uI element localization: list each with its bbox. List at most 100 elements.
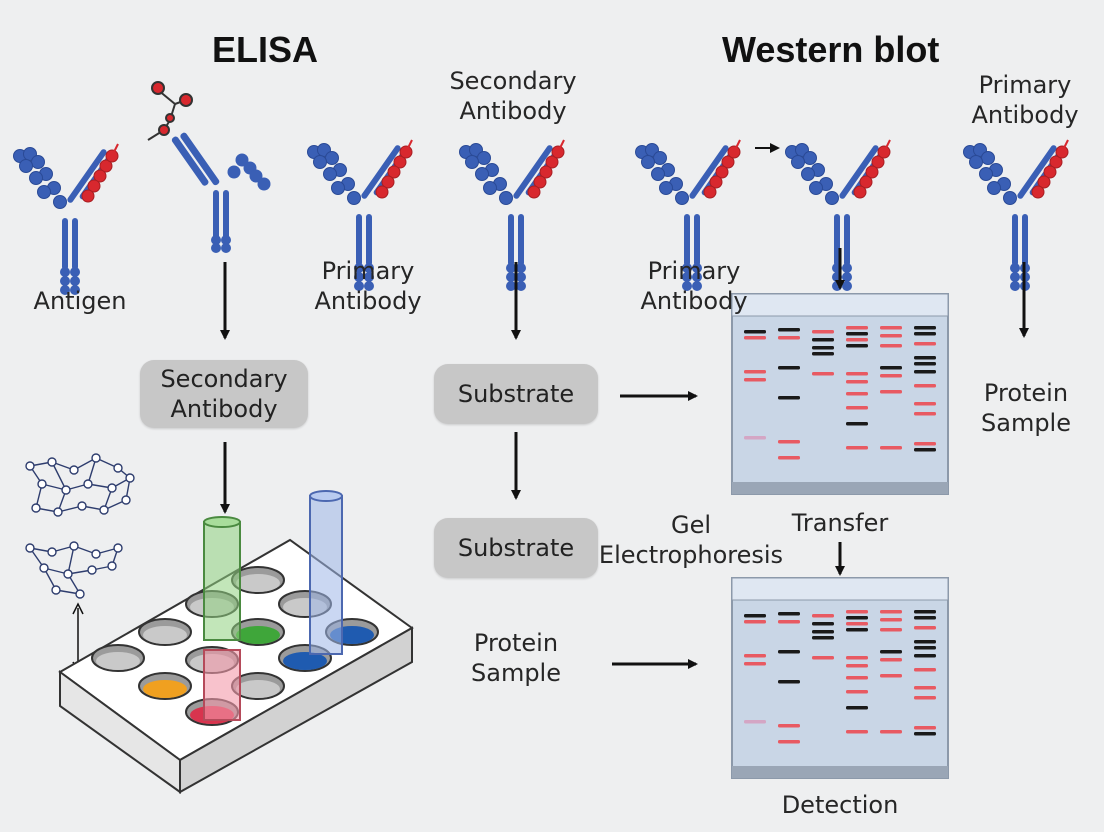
gel-band (880, 674, 902, 678)
label-secondary-antibody-top: Secondary Antibody (449, 67, 577, 125)
gel-band (880, 650, 902, 654)
antibody-antigen-icon (13, 143, 119, 295)
gel-band (812, 656, 834, 660)
gel-bottom (731, 577, 949, 779)
gel-band (846, 730, 868, 734)
gel-band (744, 720, 766, 724)
gel-band (778, 680, 800, 684)
gel-band (914, 610, 936, 614)
gel-band (846, 406, 868, 410)
gel-band (812, 636, 834, 640)
title-elisa: ELISA (212, 29, 319, 70)
gel-band (778, 366, 800, 370)
gel-band (880, 730, 902, 734)
tubes (203, 490, 343, 721)
gel-band (914, 640, 936, 644)
gel-band (846, 326, 868, 330)
gel-band (846, 392, 868, 396)
label-antigen: Antigen (33, 287, 127, 315)
tube-blue (309, 495, 343, 655)
gel-band (914, 616, 936, 620)
tube-red (203, 649, 241, 721)
gel-band (846, 628, 868, 632)
gel-band (914, 412, 936, 416)
gel-band (812, 352, 834, 356)
gel-band (744, 654, 766, 658)
antibody-wb-2-icon (785, 139, 891, 291)
gel-band (778, 396, 800, 400)
gel-band (744, 662, 766, 666)
gel-band (880, 344, 902, 348)
gel-band (880, 390, 902, 394)
gel-band (914, 356, 936, 360)
label-primary-antibody-wb-right: Primary Antibody (971, 71, 1079, 129)
gel-band (880, 446, 902, 450)
label-primary-antibody-elisa: Primary Antibody (314, 257, 422, 315)
gel-band (880, 374, 902, 378)
antibody-plain-icon (171, 132, 271, 253)
arrow-group (72, 143, 1029, 674)
gel-band (778, 328, 800, 332)
gel-band (778, 740, 800, 744)
secondary-antibody-box: Secondary Antibody (140, 360, 308, 428)
antibody-wb-1-icon (635, 139, 741, 291)
molecule-network-icon (25, 453, 135, 599)
label-transfer: Transfer (791, 509, 889, 537)
gel-band (880, 628, 902, 632)
gel-band (914, 342, 936, 346)
gel-band (914, 686, 936, 690)
gel-band (880, 366, 902, 370)
gel-band (812, 372, 834, 376)
gel-band (914, 332, 936, 336)
gel-band (744, 370, 766, 374)
gel-band (778, 336, 800, 340)
substrate-box-1: Substrate (434, 364, 598, 424)
gel-top (731, 293, 949, 495)
gel-band (778, 724, 800, 728)
antigen-molecule-icon (147, 81, 193, 141)
gel-band (846, 706, 868, 710)
gel-band (846, 676, 868, 680)
scale-tick-top-icon (72, 602, 84, 615)
gel-band (778, 650, 800, 654)
gel-band (914, 442, 936, 446)
gel-band (846, 664, 868, 668)
gel-band (880, 610, 902, 614)
label-gel-electrophoresis: Gel Electrophoresis (598, 511, 784, 569)
gel-band (880, 326, 902, 330)
gel-band (744, 620, 766, 624)
gel-band (846, 610, 868, 614)
antibody-secondary-icon (459, 139, 565, 291)
gel-band (812, 346, 834, 350)
gel-band (846, 380, 868, 384)
gel-band (846, 656, 868, 660)
antibody-primary-elisa-icon (307, 139, 413, 291)
gel-band (744, 330, 766, 334)
gel-band (914, 370, 936, 374)
gel-band (914, 668, 936, 672)
gel-band (880, 658, 902, 662)
label-primary-antibody-wb-left: Primary Antibody (640, 257, 748, 315)
antibody-group (13, 132, 1069, 295)
gel-band (914, 362, 936, 366)
gel-band (812, 614, 834, 618)
gel-band (914, 732, 936, 736)
label-detection: Detection (781, 791, 899, 819)
gel-band (914, 384, 936, 388)
gel-band (778, 620, 800, 624)
gel-band (914, 326, 936, 330)
gel-band (744, 336, 766, 340)
substrate-box-2: Substrate (434, 518, 598, 578)
gel-band (914, 646, 936, 650)
tube-green (203, 521, 241, 641)
gel-band (914, 696, 936, 700)
antibody-wb-3-icon (963, 139, 1069, 291)
gel-band (846, 616, 868, 620)
gel-band (778, 612, 800, 616)
title-western-blot: Western blot (722, 29, 940, 70)
gel-band (846, 338, 868, 342)
gel-band (880, 334, 902, 338)
gel-band (846, 446, 868, 450)
